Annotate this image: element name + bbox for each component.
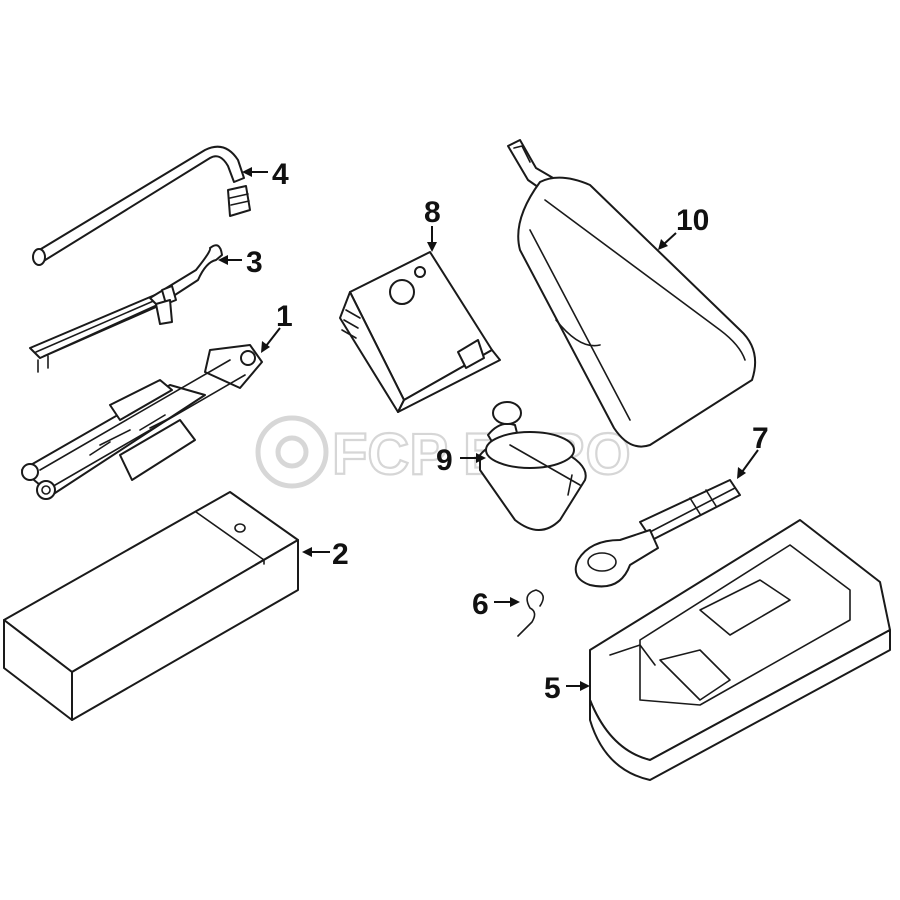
leader-lines	[218, 167, 759, 691]
part-9-sealant-canister	[479, 401, 587, 531]
callout-8: 8	[424, 196, 441, 229]
callout-2: 2	[332, 538, 349, 571]
callout-3: 3	[246, 246, 263, 279]
part-2-storage-box	[3, 491, 299, 721]
part-7-tow-eye	[574, 479, 741, 588]
part-8-compressor	[339, 251, 501, 413]
part-5-foam-tray	[589, 519, 891, 781]
part-10-tool-bag	[507, 139, 756, 448]
part-6-spring-clip	[517, 589, 544, 637]
callout-4: 4	[272, 158, 289, 191]
callout-6: 6	[472, 588, 489, 621]
callout-5: 5	[544, 672, 561, 705]
callout-1: 1	[276, 300, 293, 333]
callout-9: 9	[436, 444, 453, 477]
part-3-jack-handle	[29, 244, 223, 373]
part-4-wrench	[32, 145, 251, 266]
part-1-scissor-jack	[21, 344, 263, 500]
callout-7: 7	[752, 422, 769, 455]
callout-10: 10	[676, 204, 709, 237]
